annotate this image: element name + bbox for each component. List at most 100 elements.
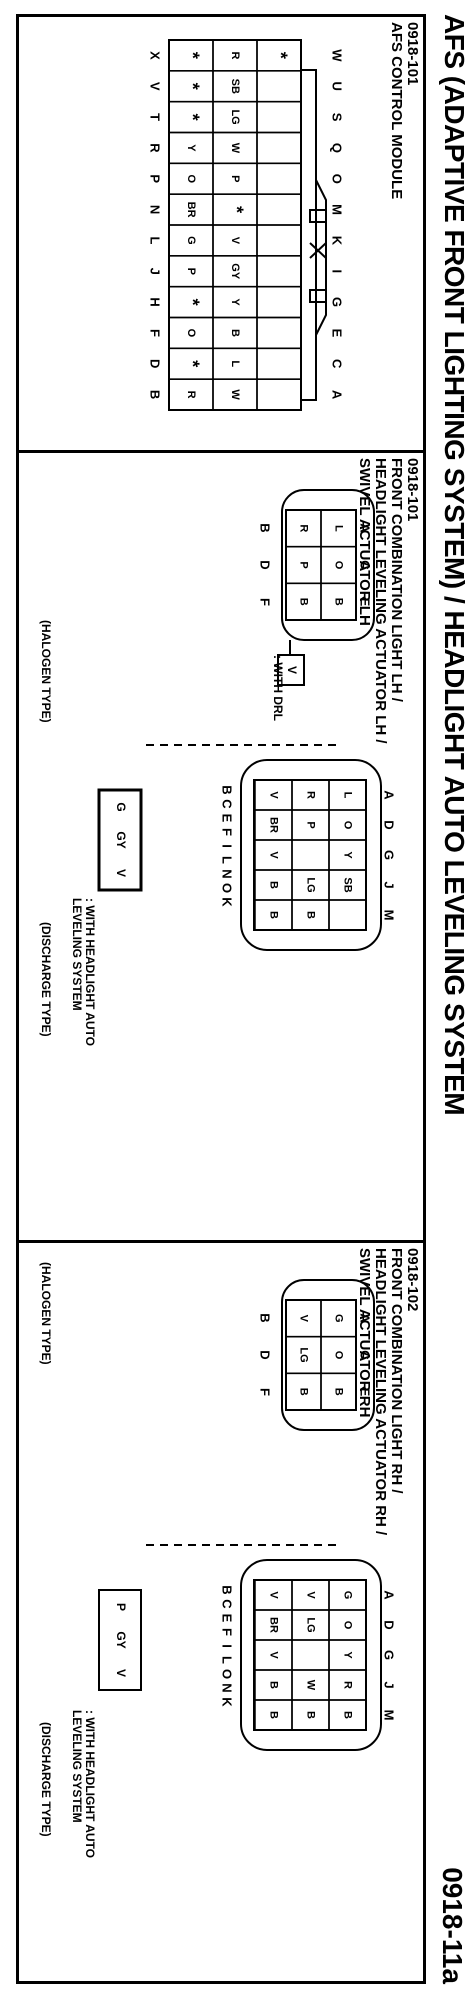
lh-halogen-pin-color: L bbox=[333, 525, 345, 532]
lh-discharge-side-letter: N bbox=[220, 869, 235, 878]
lh-discharge-pin-color: LG bbox=[305, 877, 317, 892]
lh-discharge-side-letter: L bbox=[220, 856, 235, 864]
rh-discharge-pin-color: LG bbox=[305, 1617, 317, 1632]
rh-discharge-side-letter: O bbox=[220, 1669, 235, 1679]
afs-bottom-pin-letter: N bbox=[148, 205, 163, 214]
rh-discharge-top-letter: A bbox=[382, 1590, 397, 1600]
rh-halogen-pin-color: B bbox=[298, 1388, 310, 1396]
rh-halogen-pin-color: B bbox=[333, 1388, 345, 1396]
lh-halogen-top-letter: A bbox=[358, 523, 373, 533]
lh-halogen-top-letter: C bbox=[358, 560, 373, 570]
afs-top-pin-letter: S bbox=[330, 113, 345, 122]
afs-module-cell bbox=[168, 378, 214, 411]
rh-halogen-bottom-letter: D bbox=[258, 1350, 273, 1359]
lh-discharge-side-letter: F bbox=[220, 828, 235, 836]
lh-discharge-side-letter: K bbox=[220, 897, 235, 907]
lh-halogen-pin-color: R bbox=[298, 524, 310, 532]
afs-top-pin-letter: Q bbox=[330, 143, 345, 153]
lh-halogen-bottom-letter: B bbox=[258, 523, 273, 532]
afs-module-pin-color: P bbox=[185, 268, 197, 275]
afs-top-pin-letter: K bbox=[330, 236, 345, 246]
rh-halogen-cell bbox=[285, 1372, 322, 1411]
rh-discharge-extra-pin: P bbox=[114, 1603, 128, 1611]
afs-module-pin-color: BR bbox=[185, 202, 197, 218]
lh-discharge-cell bbox=[291, 839, 330, 871]
lh-discharge-cell bbox=[254, 899, 293, 931]
rh-discharge-top-letter: G bbox=[382, 1650, 397, 1660]
lh-discharge-pin-color: V bbox=[268, 791, 280, 799]
rh-discharge-pin-color: O bbox=[342, 1621, 354, 1630]
rh-discharge-pin-color: V bbox=[268, 1651, 280, 1659]
lh-halogen-pin-color: B bbox=[333, 598, 345, 606]
afs-bottom-pin-letter: P bbox=[148, 174, 163, 183]
afs-module-top-rail bbox=[301, 69, 317, 401]
afs-module-pin-color: P bbox=[229, 175, 241, 182]
rh-halogen-bottom-letter: F bbox=[258, 1388, 273, 1396]
afs-top-pin-letter: E bbox=[330, 329, 345, 338]
rh-discharge-top-letter: M bbox=[382, 1710, 397, 1721]
rh-halogen-pin-color: O bbox=[333, 1351, 345, 1360]
rh-halogen-top-letter: C bbox=[358, 1350, 373, 1360]
lh-discharge-side-letter: C bbox=[220, 799, 235, 809]
rh-discharge-shell bbox=[240, 1559, 382, 1751]
lh-discharge-pin-color: B bbox=[268, 911, 280, 919]
afs-module-pin-color: W bbox=[229, 389, 241, 400]
lh-halogen-pin-color: O bbox=[333, 561, 345, 570]
lh-discharge-pin-color: SB bbox=[342, 877, 354, 892]
lh-discharge-pin-color: L bbox=[342, 792, 354, 799]
rh-discharge-side-letter: L bbox=[220, 1656, 235, 1664]
lh-discharge-pin-color: R bbox=[305, 791, 317, 799]
afs-module-pin-color: R bbox=[229, 51, 241, 59]
lh-discharge-extra-box bbox=[97, 788, 143, 892]
lh-discharge-top-letter: G bbox=[382, 850, 397, 860]
rh-discharge-side-letter: E bbox=[220, 1614, 235, 1623]
afs-bottom-pin-letter: T bbox=[148, 113, 163, 121]
lh-halogen-bottom-letter: D bbox=[258, 560, 273, 569]
rh-discharge-side-letter: I bbox=[220, 1644, 235, 1648]
afs-module-pin-color: SB bbox=[229, 79, 241, 94]
rh-discharge-side-letter: F bbox=[220, 1628, 235, 1636]
afs-top-pin-letter: M bbox=[330, 204, 345, 215]
afs-module-pin-color: L bbox=[229, 360, 241, 367]
rh-discharge-extra-box bbox=[98, 1589, 142, 1691]
lh-discharge-pin-color: BR bbox=[268, 817, 280, 833]
afs-latch-slot-2 bbox=[309, 289, 327, 303]
afs-module-pin-color: * bbox=[182, 83, 202, 90]
lh-discharge-shell bbox=[240, 759, 382, 951]
rh-discharge-extra-pin: GY bbox=[114, 1631, 128, 1648]
afs-bottom-pin-letter: B bbox=[148, 390, 163, 399]
afs-module-cell bbox=[256, 224, 302, 257]
afs-module-pin-color: Y bbox=[185, 144, 197, 152]
lh-halogen-top-letter: E bbox=[358, 598, 373, 607]
rh-discharge-top-letter: J bbox=[382, 1681, 397, 1688]
rh-discharge-side-letter: B bbox=[220, 1585, 235, 1594]
afs-module-pin-color: * bbox=[182, 299, 202, 306]
lh-discharge-cell bbox=[328, 899, 367, 931]
rh-discharge-pin-color: W bbox=[305, 1680, 317, 1691]
lh-discharge-pin-color: B bbox=[268, 881, 280, 889]
rh-halogen-pin-color: LG bbox=[298, 1347, 310, 1362]
afs-bottom-pin-letter: F bbox=[148, 329, 163, 337]
afs-top-pin-letter: U bbox=[330, 82, 345, 91]
lh-discharge-side-letter: I bbox=[220, 844, 235, 848]
lh-discharge-pin-color: P bbox=[305, 821, 317, 828]
afs-module-pin-color: * bbox=[182, 360, 202, 367]
afs-top-pin-letter: C bbox=[330, 359, 345, 369]
afs-latch-slot-1 bbox=[309, 209, 327, 223]
rh-discharge-pin-color: B bbox=[342, 1711, 354, 1719]
afs-module-pin-color: * bbox=[270, 52, 290, 59]
lh-halogen-shell bbox=[281, 489, 375, 641]
lh-discharge-pin-color: Y bbox=[342, 851, 354, 859]
afs-latch-x bbox=[309, 242, 327, 259]
rh-discharge-top-letter: D bbox=[382, 1620, 397, 1629]
afs-module-pin-color: GY bbox=[229, 263, 241, 280]
lh-discharge-extra-pin: V bbox=[114, 869, 128, 877]
rh-halogen-bottom-letter: B bbox=[258, 1313, 273, 1322]
afs-module-cell bbox=[256, 285, 302, 319]
afs-module-cell bbox=[256, 255, 302, 288]
afs-module-cell bbox=[256, 70, 302, 103]
lh-discharge-top-letter: A bbox=[382, 790, 397, 800]
lh-discharge-pin-color: B bbox=[305, 911, 317, 919]
